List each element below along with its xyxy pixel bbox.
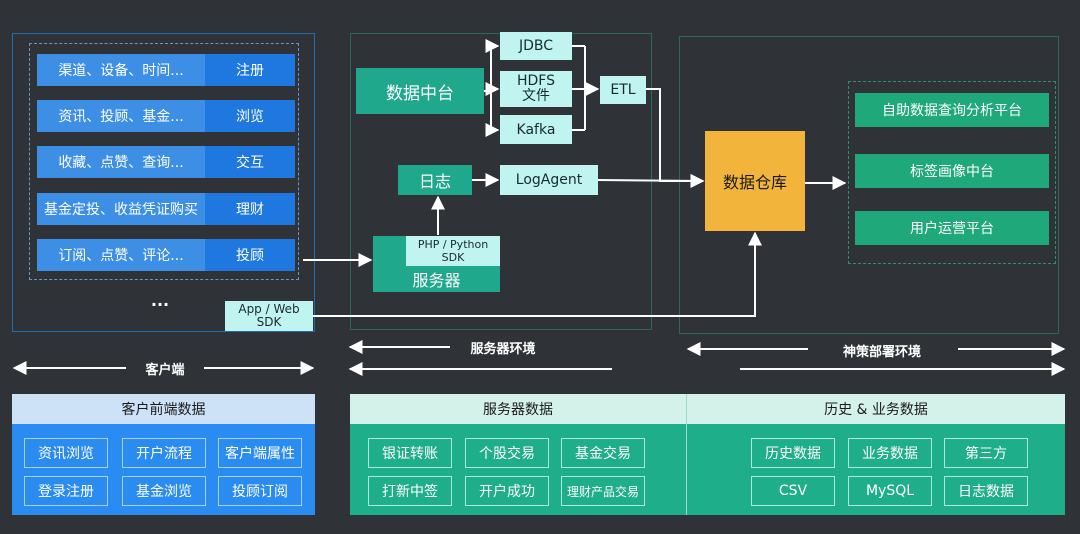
client-ellipsis: ... [150, 290, 170, 310]
logagent-box: LogAgent [500, 165, 598, 195]
client-row-right: 投顾 [205, 239, 295, 271]
client-data-item: 投顾订阅 [218, 476, 302, 506]
server-data-item: 基金交易 [561, 438, 645, 468]
data-warehouse-box: 数据仓库 [705, 131, 805, 231]
server-data-item: 银证转账 [368, 438, 452, 468]
hdfs-box: HDFS 文件 [500, 71, 572, 107]
client-row-right: 注册 [205, 54, 295, 86]
history-data-title: 历史 & 业务数据 [686, 394, 1065, 424]
shence-env-label: 神策部署环境 [842, 344, 921, 360]
history-data-item: 日志数据 [944, 476, 1028, 506]
platform-group [848, 81, 1056, 264]
server-data-item: 打新中签 [368, 476, 452, 506]
self-service-analytics-platform: 自助数据查询分析平台 [855, 93, 1049, 127]
client-data-item: 资讯浏览 [24, 438, 108, 468]
client-data-item: 基金浏览 [122, 476, 206, 506]
server-label: 服务器 [412, 271, 461, 290]
client-region [12, 33, 315, 332]
jdbc-box: JDBC [500, 32, 572, 60]
client-row-left: 基金定投、收益凭证购买 [37, 193, 205, 225]
client-data-item: 开户流程 [122, 438, 206, 468]
user-operation-platform: 用户运营平台 [855, 211, 1049, 245]
client-data-panel [12, 424, 315, 515]
history-data-item: CSV [751, 476, 835, 506]
client-event-list [29, 43, 299, 280]
client-row-left: 收藏、点赞、查询... [37, 146, 205, 178]
history-data-item: 第三方 [944, 438, 1028, 468]
data-platform-box: 数据中台 [356, 68, 484, 114]
server-data-item: 个股交易 [465, 438, 549, 468]
client-row-right: 理财 [205, 193, 295, 225]
server-data-panel [350, 424, 686, 515]
tag-profile-platform: 标签画像中台 [855, 154, 1049, 188]
server-env-label: 服务器环境 [470, 341, 536, 357]
client-row-left: 订阅、点赞、评论... [37, 239, 205, 271]
kafka-box: Kafka [500, 115, 572, 144]
server-data-title: 服务器数据 [350, 394, 686, 424]
client-row-right: 交互 [205, 146, 295, 178]
shence-region [679, 36, 1059, 334]
log-box: 日志 [398, 165, 472, 195]
history-data-panel [686, 424, 1065, 515]
history-data-item: 历史数据 [751, 438, 835, 468]
server-data-item: 开户成功 [465, 476, 549, 506]
client-data-title: 客户前端数据 [12, 394, 315, 424]
history-data-item: MySQL [848, 476, 932, 506]
client-env-label: 客户端 [145, 362, 185, 378]
client-row-right: 浏览 [205, 100, 295, 132]
etl-box: ETL [600, 76, 646, 104]
client-data-item: 登录注册 [24, 476, 108, 506]
client-data-item: 客户端属性 [218, 438, 302, 468]
history-data-item: 业务数据 [848, 438, 932, 468]
app-web-sdk-box: App / Web SDK [225, 301, 313, 331]
client-row-left: 渠道、设备、时间... [37, 54, 205, 86]
client-row-left: 资讯、投顾、基金... [37, 100, 205, 132]
php-python-sdk-box: PHP / Python SDK [406, 236, 500, 266]
server-data-item: 理财产品交易 [561, 476, 645, 506]
